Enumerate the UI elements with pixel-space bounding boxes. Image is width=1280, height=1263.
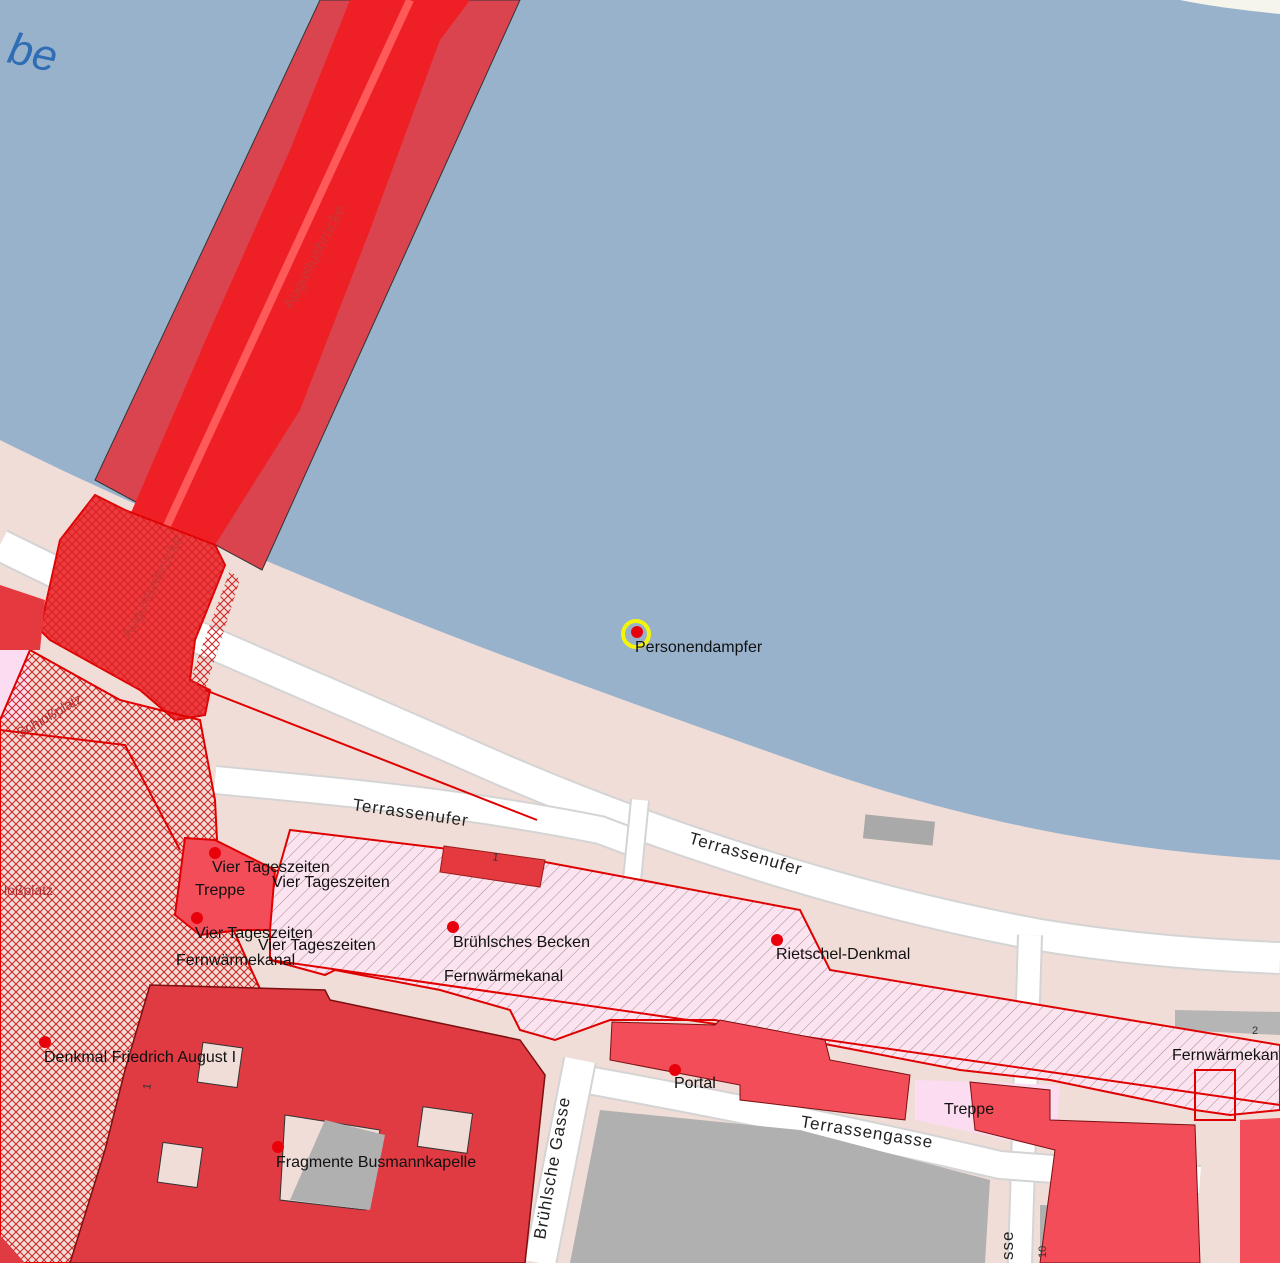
monument-corner-sw (0, 1235, 25, 1263)
poi-label-fernwaermekanal-1: Fernwärmekanal (176, 952, 295, 969)
poi-label-vier-tageszeiten-4: Vier Tageszeiten (258, 937, 376, 954)
monument-block-west (0, 585, 45, 650)
building-grey-south (570, 1110, 990, 1263)
bridge-deck (130, 0, 470, 545)
bridge-ramp-hatch (40, 495, 225, 720)
bridge-centerline (161, 0, 414, 532)
courtyard-2 (156, 1141, 204, 1189)
monument-building-east[interactable] (969, 1081, 1201, 1263)
poi-label-personendampfer[interactable]: Personendampfer (635, 639, 763, 656)
poi-dot-vier-tageszeiten-1[interactable] (209, 847, 221, 859)
road-bruehlsche-gasse-fill (525, 1057, 595, 1263)
monument-building-far-east (1240, 1118, 1280, 1263)
poi-label-treppe-1: Treppe (195, 882, 245, 899)
poi-label-vier-tageszeiten-3: Vier Tageszeiten (195, 925, 313, 942)
poi-label-bruehlsches-becken: Brühlsches Becken (453, 934, 590, 951)
corner-land (1180, 0, 1280, 14)
house-number: 10 (1037, 1246, 1049, 1258)
poi-dot-vier-tageszeiten-2[interactable] (191, 912, 203, 924)
selection-ring (621, 619, 651, 649)
courtyard-1 (196, 1041, 244, 1089)
poi-label-denkmal-friedrich: Denkmal Friedrich August I (44, 1049, 236, 1066)
house-number: 1 (141, 1082, 154, 1090)
poi-markers (39, 626, 783, 1153)
poi-dot-denkmal-friedrich[interactable] (39, 1036, 51, 1048)
house-number: 2 (1252, 1025, 1258, 1037)
boundary-line (204, 689, 538, 821)
boundary-box-east (1194, 1069, 1236, 1121)
monument-portal[interactable] (609, 1019, 911, 1121)
river-label: be (4, 24, 62, 82)
poi-dot-fragmente[interactable] (272, 1141, 284, 1153)
house-number: 1 (491, 851, 499, 864)
poi-label-vier-tageszeiten-1: Vier Tageszeiten (212, 859, 330, 876)
building-grey-ne (1175, 1010, 1280, 1035)
poi-label-rietschel-denkmal: Rietschel-Denkmal (776, 946, 910, 963)
plaza-label-left: loßplatz (4, 882, 53, 898)
road-terrassengasse-fill (557, 1062, 1201, 1193)
poi-dot-bruehlsches-becken[interactable] (447, 921, 459, 933)
grey-inner-building (290, 1120, 385, 1210)
poi-dot-personendampfer[interactable] (631, 626, 643, 638)
poi-label-fernwaermekanal-2: Fernwärmekanal (444, 968, 563, 985)
building-grey-small (862, 814, 936, 846)
poi-dot-rietschel-denkmal[interactable] (771, 934, 783, 946)
building-red-small (439, 845, 546, 888)
monument-vier-tageszeiten[interactable] (173, 836, 277, 937)
road-branch-fill (213, 767, 645, 858)
poi-label-fragmente: Fragmente Busmannkapelle (276, 1154, 476, 1171)
poi-label-fernwaermekanal-3: Fernwärmekan (1172, 1047, 1279, 1064)
poi-label-vier-tageszeiten-2: Vier Tageszeiten (272, 874, 390, 891)
poi-label-treppe-2: Treppe (944, 1101, 994, 1118)
bruehlsche-terrasse-hatch (270, 830, 1280, 1115)
hatch-strip-ramp (190, 570, 240, 690)
street-label-gasse-partial: sse (998, 1231, 1017, 1260)
poi-label-portal: Portal (674, 1075, 716, 1092)
schlossplatz-inner-line (0, 729, 181, 851)
courtyard-3 (416, 1106, 474, 1154)
poi-dot-portal[interactable] (669, 1064, 681, 1076)
road-connector-fill (624, 799, 648, 881)
